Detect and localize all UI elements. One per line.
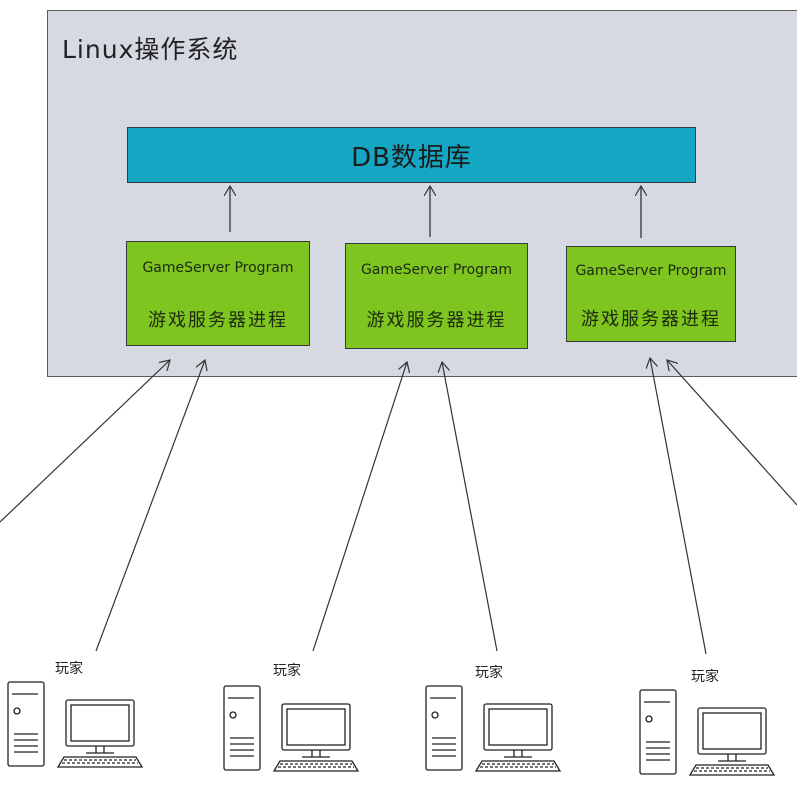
game-server-process-3: GameServer Program 游戏服务器进程 — [566, 246, 736, 342]
database-box: DB数据库 — [127, 127, 696, 183]
arrow-player1-to-process1 — [95, 360, 205, 652]
process-program-label: GameServer Program — [575, 263, 727, 279]
process-label: 游戏服务器进程 — [581, 309, 721, 330]
process-label: 游戏服务器进程 — [366, 310, 507, 331]
os-title: Linux操作系统 — [62, 35, 239, 64]
arrow-player4-to-process3 — [650, 358, 707, 655]
process-program-label: GameServer Program — [142, 260, 294, 276]
player-3-computer — [425, 685, 562, 772]
game-server-process-2: GameServer Program 游戏服务器进程 — [345, 243, 528, 349]
arrow-offscreen-right-to-process3 — [667, 360, 797, 506]
arrow-player3-to-process2 — [442, 362, 498, 652]
player-4-computer — [639, 689, 776, 776]
process-program-label: GameServer Program — [360, 262, 513, 278]
desktop-computer-icon — [639, 689, 776, 776]
database-label: DB数据库 — [351, 142, 472, 173]
desktop-computer-icon — [425, 685, 562, 772]
process-label: 游戏服务器进程 — [148, 310, 288, 331]
player-label-3: 玩家 — [475, 665, 503, 681]
player-label-2: 玩家 — [273, 663, 301, 679]
desktop-computer-icon — [7, 681, 144, 768]
arrow-player2-to-process2 — [312, 362, 407, 652]
player-label-1: 玩家 — [55, 661, 83, 677]
game-server-process-1: GameServer Program 游戏服务器进程 — [126, 241, 310, 346]
desktop-computer-icon — [223, 685, 360, 772]
player-label-4: 玩家 — [691, 669, 719, 685]
player-1-computer — [7, 681, 144, 768]
player-2-computer — [223, 685, 360, 772]
arrow-offscreen-left-to-process1 — [0, 360, 170, 523]
